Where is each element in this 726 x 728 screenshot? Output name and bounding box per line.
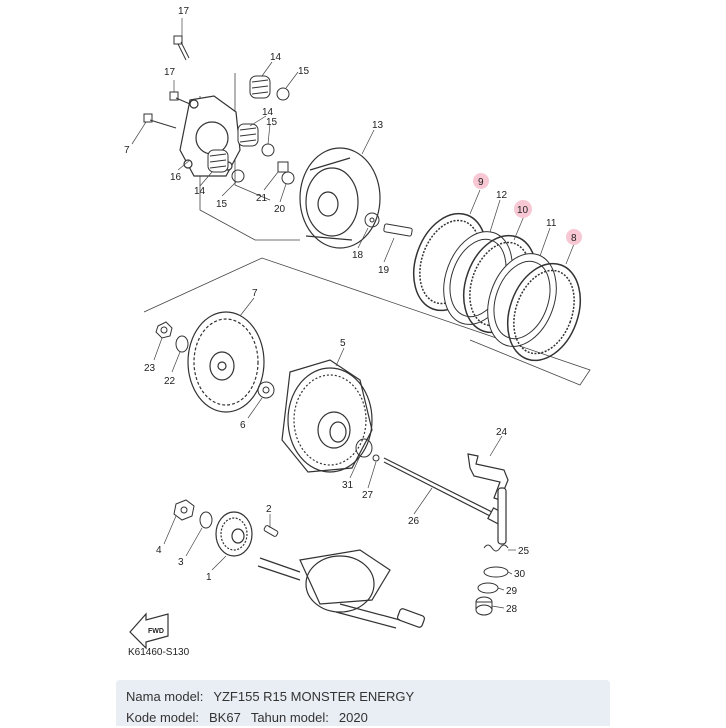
- part-label-14: 14: [194, 186, 206, 197]
- part-label-4: 4: [156, 545, 162, 556]
- part-label-28: 28: [506, 604, 518, 615]
- return-spring-25: [483, 544, 509, 552]
- part-label-11: 11: [546, 218, 557, 229]
- part-label-17: 17: [164, 67, 176, 78]
- washer-31: [355, 438, 373, 458]
- clutch-spring-14-middle: [237, 123, 259, 147]
- part-label-22: 22: [164, 376, 176, 387]
- leader-lines: [131, 18, 575, 609]
- part-label-3: 3: [178, 557, 184, 568]
- part-label-2: 2: [266, 504, 272, 515]
- model-year-value: 2020: [338, 710, 368, 725]
- bearing-28: [475, 596, 493, 616]
- woodruff-key-2: [263, 525, 279, 537]
- part-label-23: 23: [144, 363, 156, 374]
- forward-direction-arrow: [129, 612, 169, 650]
- collar-27: [372, 454, 380, 462]
- model-code-row: Kode model: BK67 Tahun model: 2020: [126, 707, 610, 728]
- part-label-20: 20: [274, 204, 286, 215]
- bolt-17-middle: [169, 91, 191, 105]
- part-label-7: 7: [124, 145, 130, 156]
- model-name-row: Nama model: YZF155 R15 MONSTER ENERGY: [126, 686, 610, 707]
- push-piece-19: [383, 223, 413, 237]
- part-label-16: 16: [170, 172, 182, 183]
- clutch-spring-14-bottom: [207, 149, 229, 173]
- part-label-19: 19: [378, 265, 390, 276]
- part-label-6: 6: [240, 420, 246, 431]
- part-label-14: 14: [262, 107, 274, 118]
- nut-23: [155, 321, 173, 339]
- push-lever-24: [467, 453, 509, 545]
- nut-4: [173, 499, 195, 521]
- bearing-20: [281, 171, 295, 185]
- part-label-10: 10: [517, 205, 529, 216]
- part-label-8: 8: [571, 233, 577, 244]
- part-label-18: 18: [352, 250, 364, 261]
- lower-group-frame: [143, 257, 591, 386]
- exploded-parts-diagram: FWD: [124, 6, 591, 658]
- model-name-label: Nama model:: [126, 689, 204, 704]
- oil-seal-29: [477, 582, 499, 594]
- clutch-spring-14-top: [249, 75, 271, 99]
- crankshaft: [257, 549, 426, 629]
- washer-18: [364, 212, 380, 228]
- highlight-10: [514, 200, 532, 218]
- part-label-26: 26: [408, 516, 420, 527]
- washer-3: [199, 511, 213, 529]
- model-year-label: Tahun model:: [250, 710, 329, 725]
- clutch-housing-5: [281, 359, 373, 473]
- washer-22: [175, 335, 189, 353]
- bolt-17-top: [173, 35, 190, 61]
- part-label-15: 15: [298, 66, 310, 77]
- part-labels: 17 14 15 17 14 15 13 7 16 14 21 15 20 9 …: [124, 6, 577, 615]
- bolt-7-left: [143, 113, 177, 129]
- part-label-21: 21: [256, 193, 268, 204]
- part-label-12: 12: [496, 190, 508, 201]
- model-code-value: BK67: [209, 710, 241, 725]
- fwd-label: FWD: [148, 628, 164, 635]
- part-label-25: 25: [518, 546, 530, 557]
- part-label-5: 5: [340, 338, 346, 349]
- part-label-7: 7: [252, 288, 258, 299]
- part-label-17: 17: [178, 6, 190, 17]
- part-label-24: 24: [496, 427, 508, 438]
- part-label-30: 30: [514, 569, 526, 580]
- friction-plate-8: [507, 262, 581, 362]
- washer-6: [257, 381, 275, 399]
- part-label-15: 15: [266, 117, 278, 128]
- model-code-label: Kode model:: [126, 710, 199, 725]
- part-label-9: 9: [478, 177, 484, 188]
- part-label-15: 15: [216, 199, 228, 210]
- part-label-29: 29: [506, 586, 518, 597]
- nut-21: [277, 161, 289, 173]
- primary-drive-gear-1: [215, 511, 253, 557]
- circlip-30: [483, 566, 509, 578]
- part-label-14: 14: [270, 52, 282, 63]
- model-name-value: YZF155 R15 MONSTER ENERGY: [213, 689, 415, 704]
- part-label-27: 27: [362, 490, 374, 501]
- model-info-panel: Nama model: YZF155 R15 MONSTER ENERGY Kod…: [116, 680, 610, 726]
- part-label-1: 1: [206, 572, 212, 583]
- part-label-31: 31: [342, 480, 354, 491]
- figure-code: K61460-S130: [128, 647, 190, 658]
- primary-drive-gear-7: [187, 311, 265, 413]
- clutch-boss-13: [299, 147, 381, 249]
- part-label-13: 13: [372, 120, 384, 131]
- highlight-8: [566, 229, 582, 245]
- highlight-9: [473, 173, 489, 189]
